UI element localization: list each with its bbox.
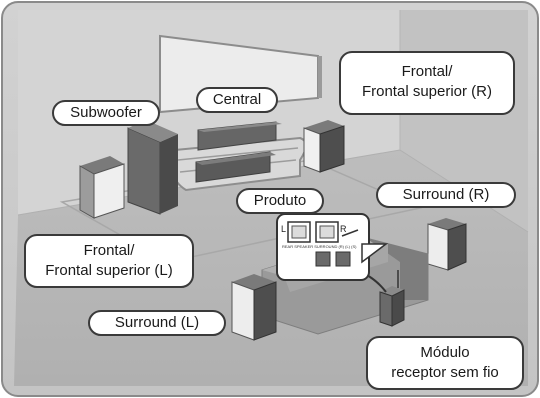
panel-caption: REAR SPEAKER SURROUND (R) (L) (S) xyxy=(282,244,357,249)
label-central: Central xyxy=(196,87,278,113)
label-front-left-line2: Frontal superior (L) xyxy=(45,262,173,279)
subwoofer-speaker xyxy=(127,120,178,215)
label-surround-right: Surround (R) xyxy=(376,182,516,208)
label-wireless-module: Módulo receptor sem fio xyxy=(366,336,524,390)
label-produto: Produto xyxy=(236,188,324,214)
label-subwoofer-text: Subwoofer xyxy=(70,104,142,121)
label-central-text: Central xyxy=(212,91,262,108)
surround-left-speaker xyxy=(231,274,277,341)
label-front-right-line2: Frontal superior (R) xyxy=(361,83,493,100)
receiver-rear-panel xyxy=(276,213,389,281)
label-wireless-module-line1: Módulo xyxy=(420,344,470,361)
wireless-receiver-module xyxy=(379,270,405,327)
label-wireless-module-line2: receptor sem fio xyxy=(391,364,499,381)
front-right-speaker xyxy=(303,120,345,173)
label-front-left: Frontal/ Frontal superior (L) xyxy=(24,234,194,288)
product-stand xyxy=(172,121,307,192)
label-surround-left-text: Surround (L) xyxy=(114,314,200,331)
label-front-right-line1: Frontal/ xyxy=(401,63,453,80)
label-surround-right-text: Surround (R) xyxy=(402,186,490,203)
panel-jack-right-label: R xyxy=(340,224,347,234)
panel-jack-left-label: L xyxy=(281,224,287,234)
label-subwoofer: Subwoofer xyxy=(52,100,160,126)
label-front-right: Frontal/ Frontal superior (R) xyxy=(339,51,515,115)
label-front-left-line1: Frontal/ xyxy=(83,242,135,259)
label-produto-text: Produto xyxy=(253,192,307,209)
label-surround-left: Surround (L) xyxy=(88,310,226,336)
surround-right-speaker xyxy=(427,218,467,271)
front-left-speaker xyxy=(79,156,125,219)
